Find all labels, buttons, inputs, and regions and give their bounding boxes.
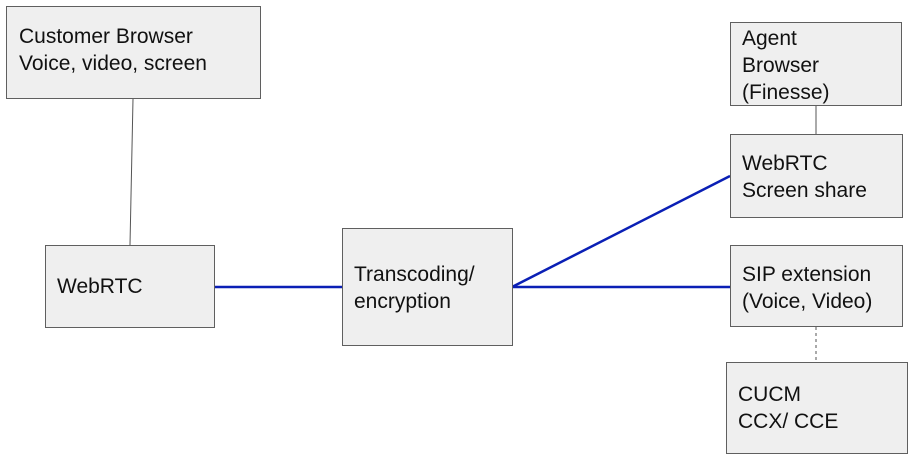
agent-browser-line-2: Browser	[742, 54, 820, 77]
cucm-box: CUCM CCX/ CCE	[726, 362, 908, 454]
cucm-line-1: CUCM	[738, 383, 801, 406]
customer-browser-line-2: Voice, video, screen	[19, 52, 207, 75]
sip-extension-line-2: (Voice, Video)	[742, 290, 873, 313]
agent-browser-box: Agent Browser (Finesse)	[730, 22, 902, 106]
transcoding-box: Transcoding/ encryption	[342, 228, 513, 346]
webrtc-left-label: WebRTC	[57, 275, 143, 298]
transcoding-line-1: Transcoding/	[354, 263, 475, 286]
agent-browser-line-3: (Finesse)	[742, 81, 830, 104]
sip-extension-line-1: SIP extension	[742, 263, 872, 286]
webrtc-screen-share-line-2: Screen share	[742, 179, 867, 202]
customer-browser-box: Customer Browser Voice, video, screen	[6, 6, 261, 99]
edge-transcoding-to-webrtc-screen-share	[511, 174, 731, 289]
edge-customer-browser-to-webrtc	[129, 98, 134, 246]
webrtc-left-box: WebRTC	[45, 245, 215, 328]
sip-extension-box: SIP extension (Voice, Video)	[730, 245, 903, 327]
customer-browser-line-1: Customer Browser	[19, 25, 193, 48]
webrtc-screen-share-line-1: WebRTC	[742, 152, 828, 175]
transcoding-line-2: encryption	[354, 290, 451, 313]
webrtc-screen-share-box: WebRTC Screen share	[730, 134, 903, 218]
cucm-line-2: CCX/ CCE	[738, 410, 839, 433]
agent-browser-line-1: Agent	[742, 27, 797, 50]
